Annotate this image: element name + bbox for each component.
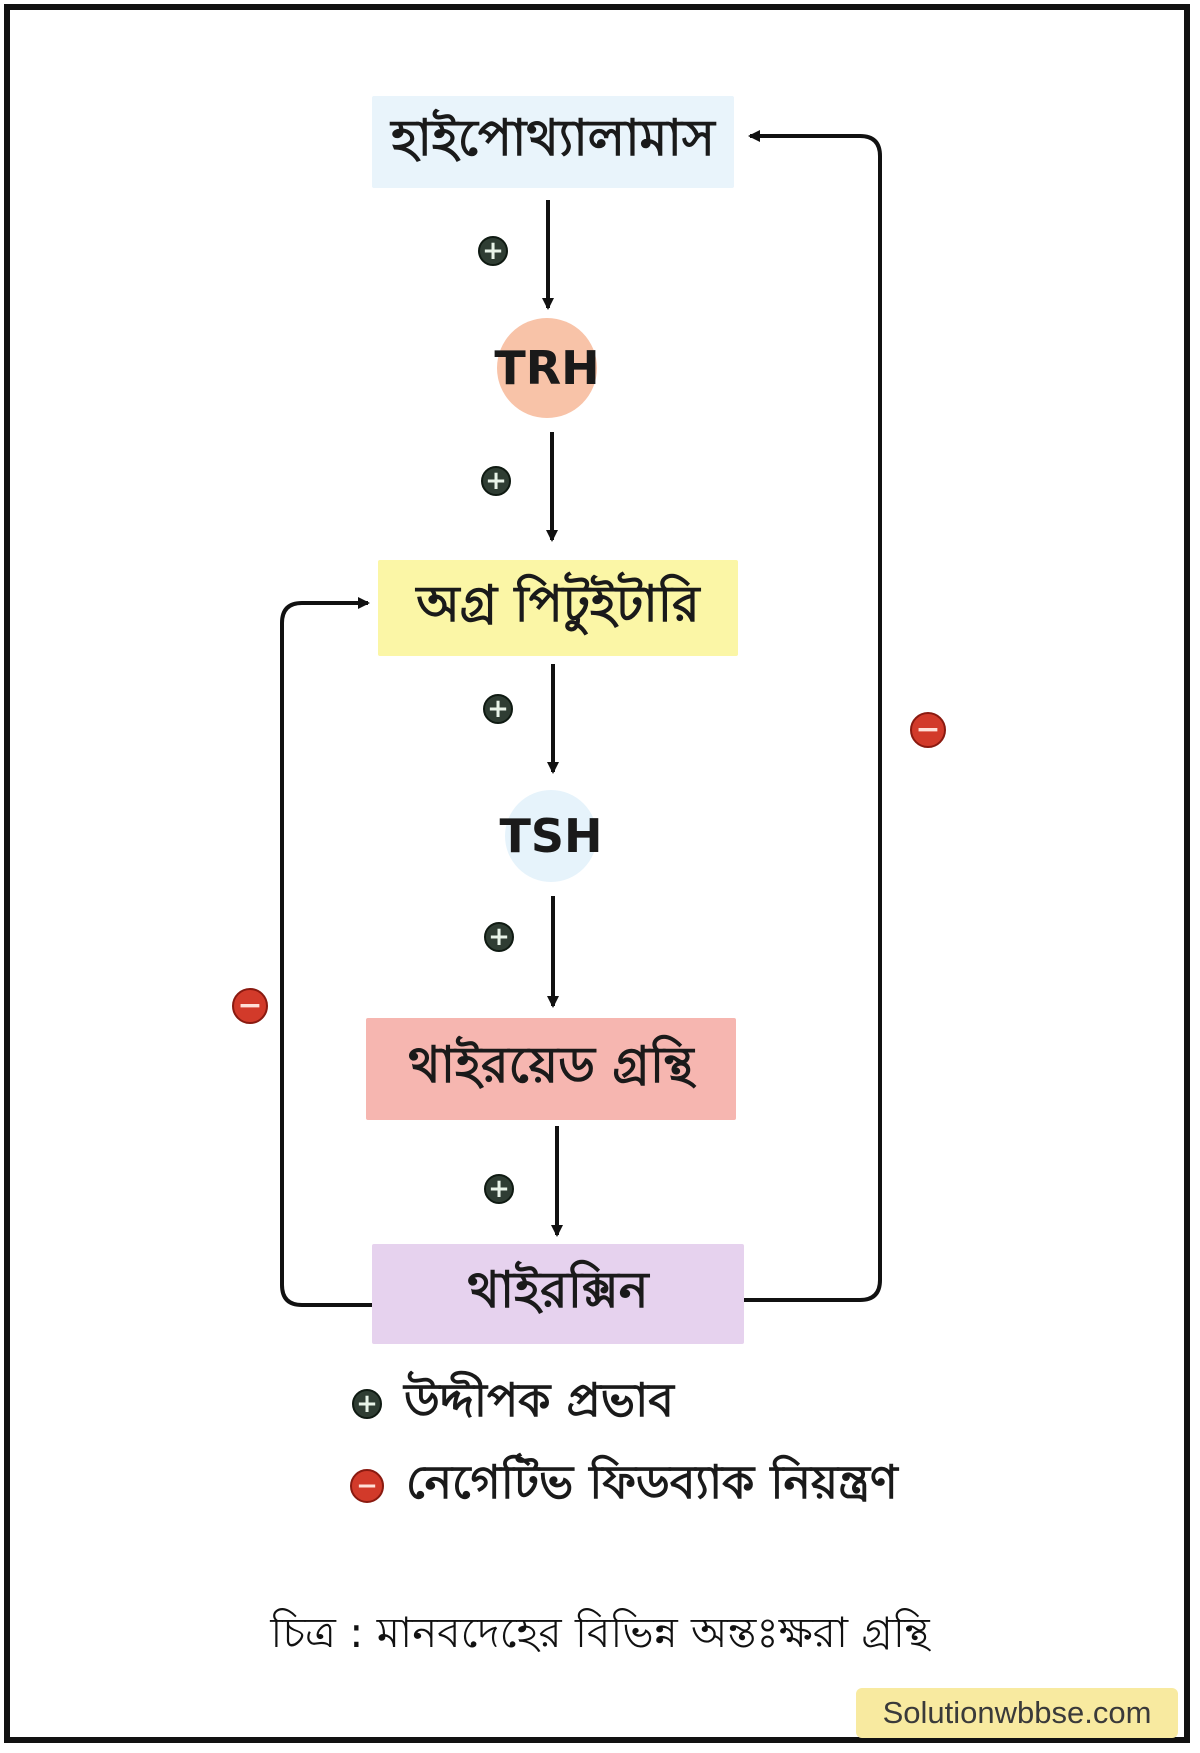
negative-feedback-sign-right: − xyxy=(910,712,946,748)
thyroid-gland-label: থাইরয়েড গ্রন্থি xyxy=(408,1035,694,1094)
legend-stimulatory-label: উদ্দীপক প্রভাব xyxy=(404,1373,675,1427)
stimulatory-sign-2: + xyxy=(481,466,511,496)
stimulatory-sign-4: + xyxy=(484,922,514,952)
legend-plus-icon: + xyxy=(352,1389,382,1419)
image-frame xyxy=(4,4,1190,1743)
anterior-pituitary-label: অগ্র পিটুইটারি xyxy=(416,574,700,633)
legend-negative-feedback: − নেগেটিভ ফিডব্যাক নিয়ন্ত্রণ xyxy=(350,1448,898,1524)
stimulatory-sign-1: + xyxy=(478,236,508,266)
legend-negative-feedback-label: নেগেটিভ ফিডব্যাক নিয়ন্ত্রণ xyxy=(406,1455,898,1509)
figure-caption: চিত্র : মানবদেহের বিভিন্ন অন্তঃক্ষরা গ্র… xyxy=(270,1608,930,1657)
thyroxine-label: থাইরক্সিন xyxy=(467,1260,649,1319)
tsh-node: TSH xyxy=(500,790,603,882)
legend-minus-icon: − xyxy=(350,1469,384,1503)
hypothalamus-node: হাইপোথ্যালামাস xyxy=(372,96,734,188)
feedback-loop-left xyxy=(280,597,380,1307)
feedback-loop-right xyxy=(740,130,882,1302)
stimulatory-sign-3: + xyxy=(483,694,513,724)
thyroid-gland-node: থাইরয়েড গ্রন্থি xyxy=(366,1018,736,1120)
stimulatory-sign-5: + xyxy=(484,1174,514,1204)
legend-stimulatory: + উদ্দীপক প্রভাব xyxy=(352,1366,674,1442)
tsh-label: TSH xyxy=(499,809,603,863)
negative-feedback-sign-left: − xyxy=(232,988,268,1024)
trh-label: TRH xyxy=(494,341,600,395)
watermark: Solutionwbbse.com xyxy=(856,1688,1178,1738)
thyroxine-node: থাইরক্সিন xyxy=(372,1244,744,1344)
anterior-pituitary-node: অগ্র পিটুইটারি xyxy=(378,560,738,656)
trh-node: TRH xyxy=(494,318,600,418)
hypothalamus-label: হাইপোথ্যালামাস xyxy=(391,108,715,167)
